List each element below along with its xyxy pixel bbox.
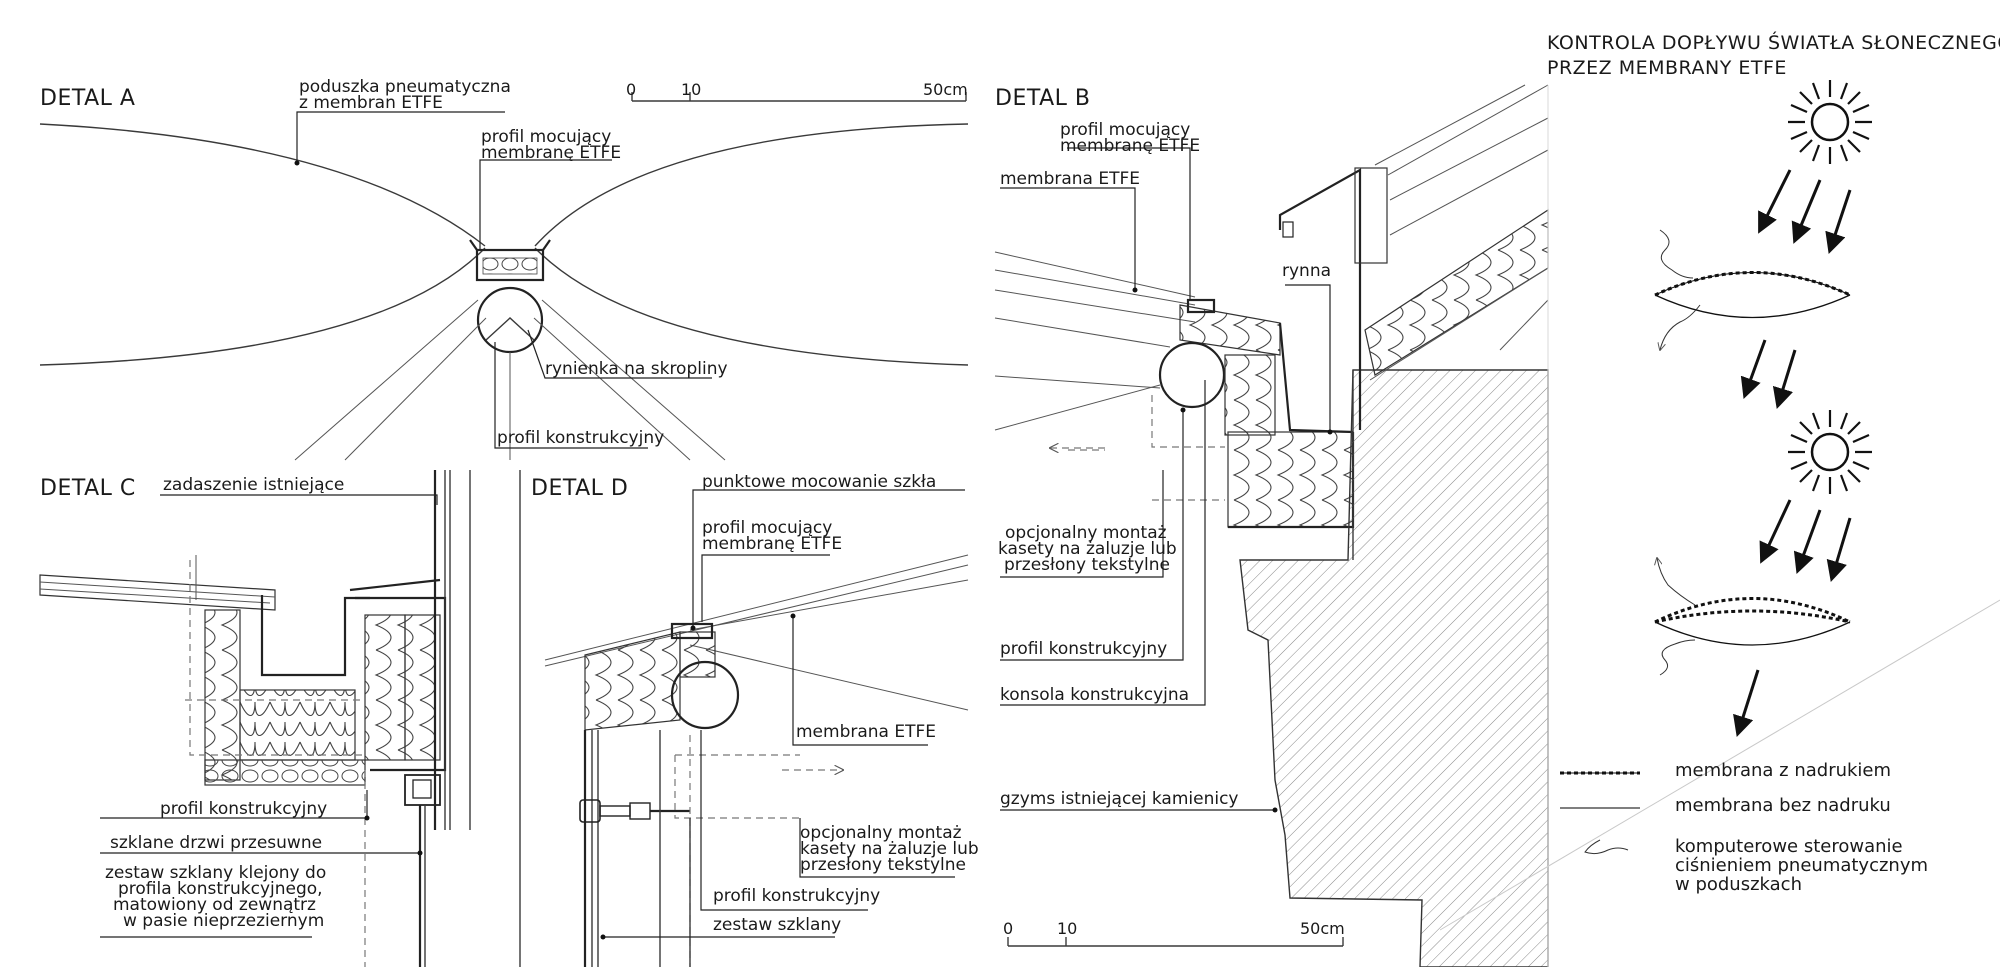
fixing-insulation-a — [482, 257, 538, 275]
label-membrane-b: membrana ETFE — [1000, 169, 1140, 189]
label-sliding-doors: szklane drzwi przesuwne — [110, 833, 322, 853]
scale-b-zero: 0 — [1003, 919, 1013, 938]
label-glass-set-c-line3: matowiony od zewnątrz — [113, 895, 316, 915]
detail-a: DETAL A poduszka pneumatyczna z membran … — [39, 77, 969, 461]
label-cushion-line2: z membran ETFE — [299, 93, 443, 113]
scale-a-fifty: 50cm — [923, 80, 968, 99]
legend-unprinted-label: membrana bez nadruku — [1675, 795, 1891, 816]
label-cassette-d-line3: przesłony tekstylne — [800, 855, 966, 875]
label-cassette-d-line2: kasety na żaluzje lub — [800, 839, 979, 859]
label-cassette-b-line2: kasety na żaluzje lub — [998, 539, 1177, 559]
structural-profile-b — [1158, 341, 1226, 409]
detail-c-title: DETAL C — [40, 476, 136, 501]
legend-title-line1: KONTROLA DOPŁYWU ŚWIATŁA SŁONECZNEGO — [1547, 30, 2000, 54]
detail-b: DETAL B — [994, 84, 1549, 967]
existing-cornice — [1239, 369, 1549, 967]
sun-icon — [1788, 410, 1872, 494]
label-glass-set-c-line2: profila konstrukcyjnego, — [118, 879, 323, 899]
legend-wave-swatch — [1584, 839, 1629, 855]
detail-b-title: DETAL B — [995, 86, 1090, 111]
cushion-printed-both-icon — [1655, 558, 1851, 676]
legend-computer-line2: ciśnieniem pneumatycznym — [1675, 855, 1928, 876]
legend-title-line2: PRZEZ MEMBRANY ETFE — [1547, 57, 1787, 79]
scale-a-ten: 10 — [681, 80, 701, 99]
sun-icon — [1788, 80, 1872, 164]
label-membrane-d: membrana ETFE — [796, 722, 936, 742]
sunlight-control-panel: KONTROLA DOPŁYWU ŚWIATŁA SŁONECZNEGO PRZ… — [1547, 30, 2000, 895]
scale-b-fifty: 50cm — [1300, 919, 1345, 938]
detail-d: DETAL D punktowe mocowanie — [519, 470, 979, 967]
label-gutter-b: rynna — [1282, 261, 1331, 281]
detail-d-title: DETAL D — [531, 476, 628, 501]
legend-printed-label: membrana z nadrukiem — [1675, 760, 1891, 781]
label-glass-set-d: zestaw szklany — [713, 915, 841, 935]
label-console: konsola konstrukcyjna — [1000, 685, 1189, 705]
label-existing-roof: zadaszenie istniejące — [163, 475, 344, 495]
label-point-fixing: punktowe mocowanie szkła — [702, 472, 936, 492]
label-glass-set-c-line1: zestaw szklany klejony do — [105, 863, 326, 883]
label-structural-profile-b: profil konstrukcyjny — [1000, 639, 1167, 659]
label-cassette-d-line1: opcjonalny montaż — [800, 823, 962, 843]
structural-profile-d — [670, 660, 740, 730]
label-cassette-b-line1: opcjonalny montaż — [1005, 523, 1167, 543]
cushion-lower-right — [534, 247, 969, 366]
scale-bar-a: 0 10 50cm — [626, 80, 968, 102]
cushion-printed-icon — [1654, 229, 1851, 350]
label-fixing-profile-b-line1: profil mocujący — [1060, 120, 1190, 140]
legend-computer-line1: komputerowe sterowanie — [1675, 836, 1903, 857]
cushion-upper-right — [534, 123, 969, 247]
sunlight-arrows-4 — [1733, 669, 1760, 738]
label-structural-profile-a: profil konstrukcyjny — [497, 428, 664, 448]
label-gutter-a: rynienka na skropliny — [545, 359, 728, 379]
label-fixing-profile-d-line1: profil mocujący — [702, 518, 832, 538]
label-structural-profile-d: profil konstrukcyjny — [713, 886, 880, 906]
scale-bar-b: 0 10 50cm — [1003, 919, 1345, 947]
cushion-upper-left — [39, 123, 486, 247]
cushion-lower-left — [39, 247, 486, 366]
label-fixing-profile-a-line2: membranę ETFE — [481, 143, 621, 163]
label-cushion-line1: poduszka pneumatyczna — [299, 77, 511, 97]
sunlight-arrows-3 — [1759, 499, 1852, 583]
label-cornice: gzyms istniejącej kamienicy — [1000, 789, 1238, 809]
legend-computer-line3: w poduszkach — [1675, 874, 1802, 895]
label-fixing-profile-b-line2: membranę ETFE — [1060, 136, 1200, 156]
label-fixing-profile-d-line2: membranę ETFE — [702, 534, 842, 554]
label-glass-set-c-line4: w pasie nieprzeziernym — [123, 911, 324, 931]
label-cassette-b-line3: przesłony tekstylne — [1004, 555, 1170, 575]
detail-c: DETAL C zadaszenie istniejące — [39, 470, 471, 967]
scale-b-ten: 10 — [1057, 919, 1077, 938]
detail-a-title: DETAL A — [40, 86, 135, 111]
scale-a-zero: 0 — [626, 80, 636, 99]
sunlight-arrows-2 — [1740, 339, 1797, 410]
fixing-profile-a — [475, 248, 545, 282]
label-fixing-profile-a-line1: profil mocujący — [481, 127, 611, 147]
label-structural-profile-c: profil konstrukcyjny — [160, 799, 327, 819]
sunlight-arrows-1 — [1758, 169, 1852, 254]
